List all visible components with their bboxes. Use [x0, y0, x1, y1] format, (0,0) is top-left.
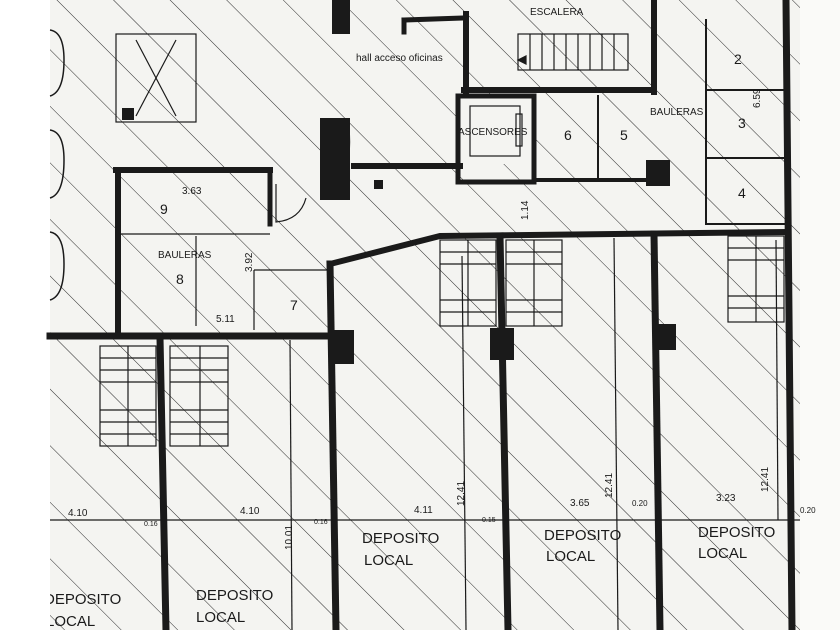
- local-label-4: LOCAL: [196, 609, 245, 626]
- left-windows: [49, 29, 65, 301]
- local-label-3: LOCAL: [698, 545, 747, 562]
- room-5: 5: [620, 127, 628, 143]
- dim-4-10-a: 4.10: [68, 508, 88, 519]
- dim-3-23: 3.23: [716, 493, 736, 504]
- dim-0-16-a: 0.16: [144, 521, 158, 528]
- dim-0-16-b: 0.16: [314, 519, 328, 526]
- dim-5-11: 5.11: [216, 314, 235, 325]
- dim-1-14: 1.14: [520, 200, 531, 220]
- pillars: [122, 0, 676, 364]
- deposito-label-4: DEPOSITO: [196, 587, 273, 604]
- dim-6-59: 6.59: [752, 88, 763, 108]
- label-bauleras-left: BAULERAS: [158, 250, 212, 261]
- right-margin: [800, 0, 840, 630]
- deposito-label-2: DEPOSITO: [544, 527, 621, 544]
- deposito-label-5: DEPOSITO: [44, 591, 121, 608]
- dim-3-63: 3.63: [182, 186, 202, 197]
- room-6: 6: [564, 127, 572, 143]
- label-hall: hall acceso oficinas: [356, 53, 443, 64]
- dim-0-20-b: 0.20: [800, 506, 816, 515]
- local-label-1: LOCAL: [364, 552, 413, 569]
- local-label-5: LOCAL: [46, 613, 95, 630]
- dim-12-41-a: 12.41: [456, 481, 467, 506]
- room-4: 4: [738, 185, 746, 201]
- stairs: [99, 33, 785, 447]
- dim-0-15: 0.15: [482, 517, 496, 524]
- left-margin: [0, 0, 50, 630]
- label-bauleras-right: BAULERAS: [650, 107, 704, 118]
- deposito-label-3: DEPOSITO: [698, 524, 775, 541]
- local-label-2: LOCAL: [546, 548, 595, 565]
- labels: ESCALERA hall acceso oficinas ASCENSORES…: [44, 7, 816, 630]
- dim-4-10-b: 4.10: [240, 506, 260, 517]
- room-9: 9: [160, 201, 168, 217]
- dim-12-41-b: 12.41: [604, 473, 615, 498]
- walls: [46, 0, 796, 630]
- label-escalera: ESCALERA: [530, 7, 584, 18]
- dim-10-01: 10.01: [284, 525, 295, 550]
- room-8: 8: [176, 271, 184, 287]
- dim-0-20-a: 0.20: [632, 499, 648, 508]
- label-ascensores: ASCENSORES: [458, 127, 528, 138]
- room-3: 3: [738, 115, 746, 131]
- hatch-fill: [50, 0, 800, 630]
- dim-4-11: 4.11: [414, 505, 433, 516]
- deposito-label-1: DEPOSITO: [362, 530, 439, 547]
- thin-lines: [50, 33, 800, 630]
- dim-3-92: 3.92: [244, 252, 255, 272]
- left-margin-mask: [0, 560, 50, 630]
- dim-12-41-c: 12.41: [760, 467, 771, 492]
- dim-3-65: 3.65: [570, 498, 590, 509]
- room-2: 2: [734, 51, 742, 67]
- room-7: 7: [290, 297, 298, 313]
